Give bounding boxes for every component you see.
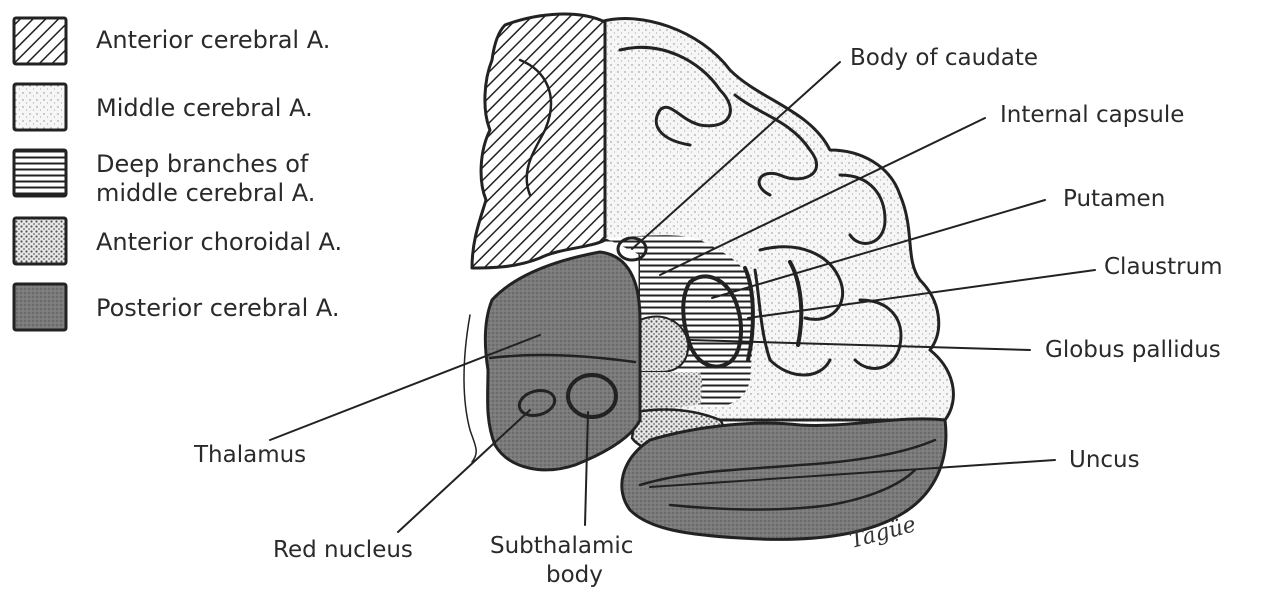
label-internal-capsule: Internal capsule bbox=[1000, 102, 1184, 128]
legend-swatch-dark-grey bbox=[14, 284, 66, 330]
medial-outline-curve bbox=[464, 315, 476, 462]
legend-swatch-dense-dots bbox=[14, 218, 66, 264]
legend-swatch-horizontal-lines bbox=[14, 150, 66, 196]
leader-red-nucleus bbox=[398, 410, 530, 532]
label-body-of-caudate: Body of caudate bbox=[850, 45, 1038, 71]
legend-label: Middle cerebral A. bbox=[96, 94, 313, 122]
label-putamen: Putamen bbox=[1063, 186, 1165, 212]
legend-swatch-diagonal-hatch bbox=[14, 18, 66, 64]
legend-label: Posterior cerebral A. bbox=[96, 294, 340, 322]
label-red-nucleus: Red nucleus bbox=[273, 537, 413, 563]
label-subthalamic-line1: Subthalamic bbox=[490, 533, 633, 559]
label-globus-pallidus: Globus pallidus bbox=[1045, 337, 1221, 363]
label-thalamus: Thalamus bbox=[193, 442, 306, 468]
legend-item-deep-branches: Deep branches of middle cerebral A. bbox=[14, 150, 315, 207]
legend-label-line2: middle cerebral A. bbox=[96, 179, 315, 207]
legend-item-anterior-cerebral: Anterior cerebral A. bbox=[14, 18, 330, 64]
legend-item-anterior-choroidal: Anterior choroidal A. bbox=[14, 218, 342, 264]
legend: Anterior cerebral A. Middle cerebral A. … bbox=[14, 18, 342, 330]
label-subthalamic-line2: body bbox=[546, 562, 603, 588]
legend-item-middle-cerebral: Middle cerebral A. bbox=[14, 84, 313, 130]
legend-label: Anterior choroidal A. bbox=[96, 228, 342, 256]
anterior-choroidal-territory bbox=[640, 372, 702, 410]
label-uncus: Uncus bbox=[1069, 447, 1140, 473]
label-claustrum: Claustrum bbox=[1104, 254, 1223, 280]
legend-label-line1: Deep branches of bbox=[96, 150, 309, 178]
legend-item-posterior-cerebral: Posterior cerebral A. bbox=[14, 284, 340, 330]
brain-section bbox=[270, 14, 1095, 539]
legend-swatch-sparse-dots bbox=[14, 84, 66, 130]
legend-label: Anterior cerebral A. bbox=[96, 26, 330, 54]
